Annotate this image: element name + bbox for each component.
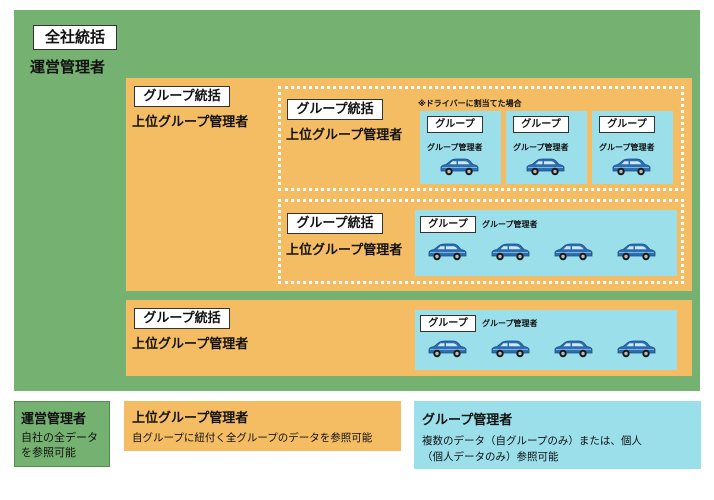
operation-manager-label: 運営管理者 [30, 58, 106, 76]
legend-operation-manager: 運営管理者 自社の全データを参照可能 [14, 401, 110, 467]
group-manager-label-1: グループ管理者 [427, 143, 483, 152]
car-icon [426, 241, 468, 263]
group-supervision-tag-1: グループ統括 [134, 86, 230, 107]
legend-upper-group-manager: 上位グループ管理者 自グループに紐付く全グループのデータを参照可能 [124, 401, 401, 451]
car-icon [615, 338, 657, 360]
car-icon [615, 241, 657, 263]
group-tag-5: グループ [420, 315, 476, 332]
group-manager-label-2: グループ管理者 [513, 143, 569, 152]
sub-group-supervision-1 [278, 86, 684, 191]
sub-upper-group-manager-label-2: 上位グループ管理者 [286, 243, 403, 258]
group-manager-label-5: グループ管理者 [482, 319, 538, 328]
upper-group-manager-label-2: 上位グループ管理者 [132, 337, 249, 352]
car-icon [552, 338, 594, 360]
sub-group-supervision-tag-2: グループ統括 [287, 213, 383, 234]
driver-assignment-note: ※ドライバーに割当てた場合 [418, 99, 522, 108]
group-tag-2: グループ [513, 116, 569, 133]
company-wide-tag: 全社統括 [33, 25, 117, 50]
group-tag-4: グループ [420, 216, 476, 233]
legend-group-manager-text-line2: （個人データのみ）参照可能 [422, 451, 559, 463]
legend-upper-group-manager-title: 上位グループ管理者 [132, 411, 249, 426]
legend-group-manager: グループ管理者 複数のデータ（自グループのみ）または、個人 （個人データのみ）参… [414, 401, 701, 469]
group-manager-label-4: グループ管理者 [482, 220, 538, 229]
car-icon [489, 241, 531, 263]
sub-group-supervision-2 [278, 199, 684, 284]
legend-group-manager-title: グループ管理者 [422, 413, 513, 428]
legend-upper-group-manager-text: 自グループに紐付く全グループのデータを参照可能 [132, 432, 373, 444]
car-icon [610, 156, 652, 178]
car-icon [524, 156, 566, 178]
legend-operation-manager-text: 自社の全データを参照可能 [21, 431, 98, 459]
sub-upper-group-manager-label-1: 上位グループ管理者 [286, 128, 403, 143]
group-tag-1: グループ [427, 116, 483, 133]
car-icon [489, 338, 531, 360]
group-tag-3: グループ [599, 116, 655, 133]
legend-group-manager-text-line1: 複数のデータ（自グループのみ）または、個人 [422, 435, 642, 447]
car-icon [438, 156, 480, 178]
car-icon [426, 338, 468, 360]
group-supervision-tag-2: グループ統括 [134, 308, 230, 329]
group-manager-label-3: グループ管理者 [599, 143, 655, 152]
legend-operation-manager-title: 運営管理者 [21, 412, 87, 427]
upper-group-manager-label-1: 上位グループ管理者 [132, 115, 249, 130]
sub-group-supervision-tag-1: グループ統括 [287, 99, 383, 120]
car-icon [552, 241, 594, 263]
